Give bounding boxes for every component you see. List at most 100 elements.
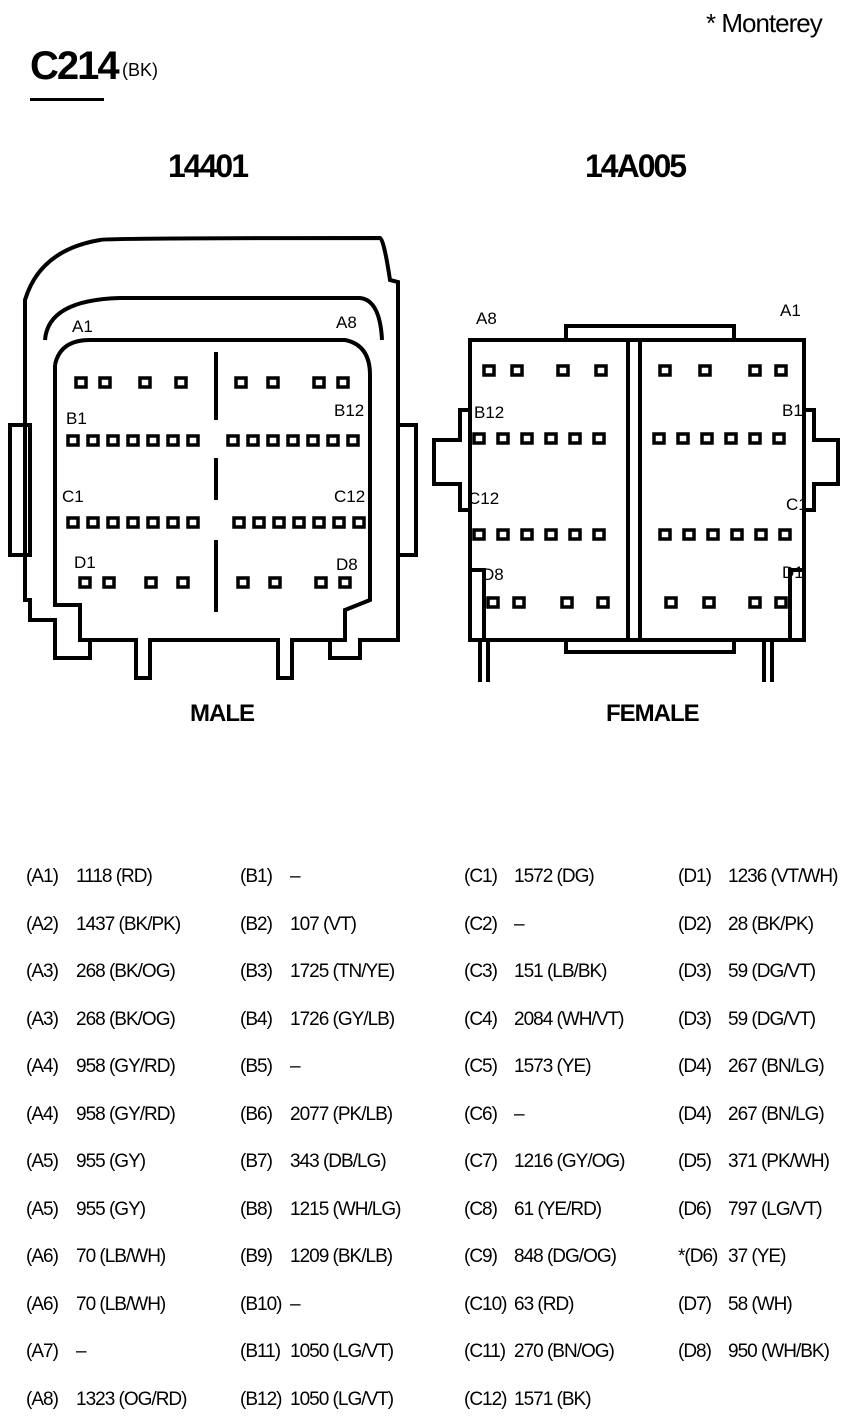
cavity-id: (B8)	[240, 1198, 273, 1220]
pinout-row: (B6)2077 (PK/LB)	[240, 1103, 393, 1126]
female-label-b1: B1	[782, 401, 803, 420]
female-label-d8: D8	[482, 565, 504, 584]
circuit-value: 61 (YE/RD)	[514, 1198, 602, 1220]
circuit-value: 63 (RD)	[514, 1293, 575, 1315]
pinout-row: (A6)70 (LB/WH)	[26, 1294, 166, 1316]
circuit-value: 1571 (BK)	[514, 1388, 592, 1410]
pinout-row: (A4)958 (GY/RD)	[26, 1103, 176, 1126]
circuit-value: 1216 (GY/OG)	[514, 1151, 625, 1172]
cavity-id: (B3)	[240, 961, 273, 982]
circuit-value: 1726 (GY/LB)	[290, 1008, 395, 1030]
cavity-id: (B1)	[240, 866, 273, 887]
circuit-value: –	[514, 1103, 525, 1125]
cavity-id: (D4)	[678, 1056, 712, 1077]
female-label-c12: C12	[468, 489, 499, 508]
circuit-value: 1215 (WH/LG)	[290, 1198, 401, 1220]
pinout-row: (D6)797 (LG/VT)	[678, 1198, 823, 1221]
cavity-id: (B5)	[240, 1056, 273, 1077]
pinout-row: (D7)58 (WH)	[678, 1293, 793, 1316]
circuit-value: 2084 (WH/VT)	[514, 1008, 624, 1030]
pinout-row: (C1)1572 (DG)	[464, 866, 595, 888]
circuit-value: 268 (BK/OG)	[76, 1008, 176, 1030]
cavity-id: (D5)	[678, 1151, 712, 1172]
female-label-b12: B12	[474, 403, 504, 422]
pinout-row: (A4)958 (GY/RD)	[26, 1056, 176, 1078]
cavity-id: (B11)	[240, 1341, 281, 1362]
circuit-value: 797 (LG/VT)	[728, 1198, 823, 1220]
pinout-row: (B2)107 (VT)	[240, 913, 357, 936]
cavity-id: (D3)	[678, 961, 712, 982]
pinout-row: (B9) 1209 (BK/LB)	[240, 1246, 393, 1268]
pinout-row: (C8) 61 (YE/RD)	[464, 1198, 602, 1221]
cavity-id: (B9)	[240, 1246, 273, 1267]
circuit-value: 268 (BK/OG)	[76, 961, 176, 982]
female-label-d1: D1	[782, 563, 804, 582]
pinout-row: (A6) 70 (LB/WH)	[26, 1246, 166, 1268]
pinout-row: (B11)1050 (LG/VT)	[240, 1341, 394, 1363]
pinout-row: (B1)–	[240, 866, 301, 888]
male-label-d8: D8	[336, 555, 358, 574]
female-label-a1: A1	[780, 301, 801, 320]
cavity-id: (D3)	[678, 1008, 712, 1030]
pinout-row: (C6)–	[464, 1103, 525, 1126]
cavity-id: (C2)	[464, 913, 498, 935]
pinout-row: (D3) 59 (DG/VT)	[678, 961, 816, 983]
pinout-row: (A5)955 (GY)	[26, 1199, 146, 1221]
circuit-value: 70 (LB/WH)	[76, 1246, 166, 1267]
male-row-labels: A1 A8 B1 B12 C1 C12 D1 D8	[62, 313, 365, 574]
pinout-row: (A8)1323 (OG/RD)	[26, 1389, 187, 1411]
pinout-row: (C3)151 (LB/BK)	[464, 961, 607, 983]
pinout-row: (C2)–	[464, 913, 525, 936]
pinout-row: (A7)–	[26, 1341, 87, 1363]
circuit-value: 1236 (VT/WH)	[728, 866, 838, 887]
pinout-row: (D2)28 (BK/PK)	[678, 913, 814, 936]
cavity-id: (C5)	[464, 1056, 498, 1077]
male-label: MALE	[190, 700, 255, 727]
pinout-row: (C7)1216 (GY/OG)	[464, 1151, 625, 1173]
circuit-value: –	[290, 1056, 301, 1077]
pinout-row: (B4)1726 (GY/LB)	[240, 1008, 395, 1031]
cavity-id: (A4)	[26, 1103, 59, 1125]
pinout-row: (B8) 1215 (WH/LG)	[240, 1198, 401, 1221]
cavity-id: (D7)	[678, 1293, 712, 1315]
cavity-id: (B2)	[240, 913, 273, 935]
circuit-value: 1437 (BK/PK)	[76, 913, 181, 935]
pinout-row: (D3)59 (DG/VT)	[678, 1008, 816, 1031]
cavity-id: (C8)	[464, 1198, 498, 1220]
female-label: FEMALE	[606, 700, 700, 727]
circuit-value: 343 (DB/LG)	[290, 1151, 387, 1172]
male-label-b1: B1	[66, 409, 87, 428]
pinout-row: (B10)–	[240, 1293, 301, 1316]
male-label-d1: D1	[74, 553, 96, 572]
circuit-value: 1209 (BK/LB)	[290, 1246, 393, 1267]
pinout-row: (D8)950 (WH/BK)	[678, 1341, 830, 1363]
circuit-value: 267 (BN/LG)	[728, 1056, 825, 1077]
pinout-row: (D5)371 (PK/WH)	[678, 1151, 830, 1173]
cavity-id: (A2)	[26, 913, 59, 935]
cavity-id: (A7)	[26, 1341, 59, 1362]
cavity-id: (D2)	[678, 913, 712, 935]
pinout-row: (C9)848 (DG/OG)	[464, 1246, 617, 1268]
cavity-id: (A4)	[26, 1056, 59, 1077]
circuit-value: 2077 (PK/LB)	[290, 1103, 393, 1125]
circuit-value: –	[290, 866, 301, 887]
female-label-a8: A8	[476, 309, 497, 328]
circuit-value: –	[76, 1341, 87, 1362]
pinout-row: (A5)955 (GY)	[26, 1151, 146, 1173]
cavity-id: (D4)	[678, 1103, 712, 1125]
male-label-c12: C12	[334, 487, 365, 506]
cavity-id: (A6)	[26, 1246, 59, 1267]
circuit-value: 955 (GY)	[76, 1151, 146, 1172]
circuit-value: 151 (LB/BK)	[514, 961, 607, 982]
male-label-a8: A8	[336, 313, 357, 332]
title-underline	[30, 98, 104, 101]
male-label-a1: A1	[72, 317, 93, 336]
cavity-id: (A3)	[26, 961, 59, 982]
circuit-value: 59 (DG/VT)	[728, 961, 816, 982]
cavity-id: (D8)	[678, 1341, 712, 1362]
pinout-row: (B3)1725 (TN/YE)	[240, 961, 395, 983]
pinout-row: (C5)1573 (YE)	[464, 1056, 592, 1078]
male-part-number: 14401	[168, 148, 249, 184]
female-label-c1: C1	[786, 495, 808, 514]
circuit-value: –	[290, 1293, 301, 1315]
